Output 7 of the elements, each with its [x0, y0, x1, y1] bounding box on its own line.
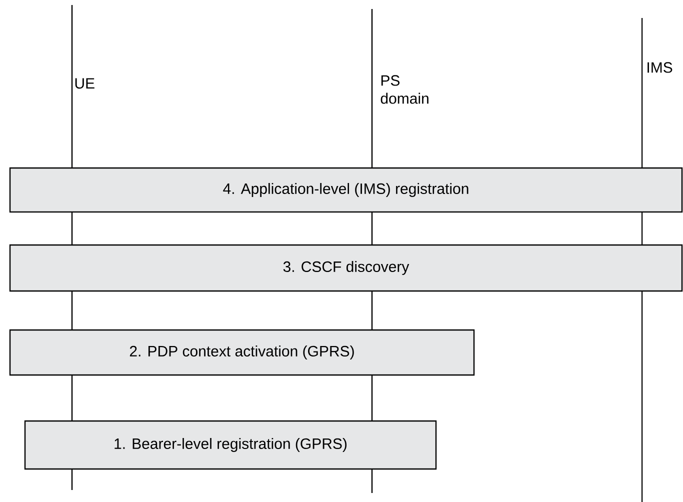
lifeline-label: UE: [75, 78, 94, 89]
process-box: 4. Application-level (IMS) registration: [9, 167, 683, 213]
process-box: 2. PDP context activation (GPRS): [9, 329, 475, 376]
process-box: 3. CSCF discovery: [9, 244, 683, 292]
lifeline-label: PS domain: [380, 75, 428, 104]
process-box: 1. Bearer-level registration (GPRS): [24, 420, 437, 470]
lifeline-label: IMS: [648, 62, 672, 73]
